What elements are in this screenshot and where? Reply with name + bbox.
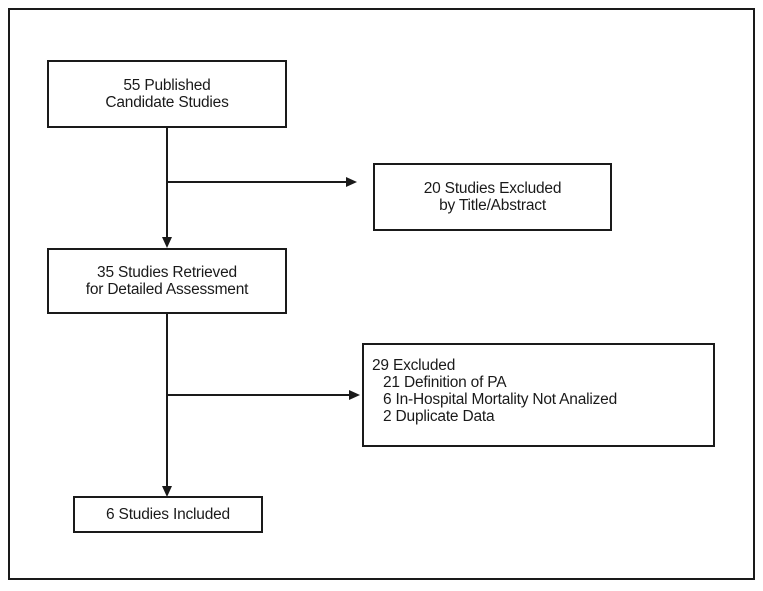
box-text-line: 29 Excluded (372, 357, 456, 374)
connector-published-to-retrieved (166, 128, 168, 238)
box-text-line: 55 Published (123, 77, 211, 94)
box-studies-included: 6 Studies Included (73, 496, 263, 533)
box-text-line: 6 Studies Included (106, 506, 230, 523)
connector-retrieved-to-included (166, 314, 168, 487)
box-text-line: 21 Definition of PA (383, 374, 507, 391)
box-text-line: 35 Studies Retrieved (97, 264, 237, 281)
box-excluded-title-abstract: 20 Studies Excluded by Title/Abstract (373, 163, 612, 231)
box-text-line: 20 Studies Excluded (423, 180, 562, 197)
connector-to-excluded-title-abstract (167, 181, 347, 183)
box-excluded-detailed: 29 Excluded 21 Definition of PA 6 In-Hos… (362, 343, 715, 447)
figure-border (8, 8, 755, 580)
connector-to-excluded-detailed (167, 394, 350, 396)
box-text-line: for Detailed Assessment (85, 281, 249, 298)
box-text-line: 2 Duplicate Data (383, 408, 495, 425)
box-text-line: Candidate Studies (105, 94, 229, 111)
box-candidate-studies: 55 Published Candidate Studies (47, 60, 287, 128)
box-text-line: by Title/Abstract (439, 197, 546, 214)
arrowhead-right-excluded-title-abstract (346, 177, 357, 187)
box-detailed-assessment: 35 Studies Retrieved for Detailed Assess… (47, 248, 287, 314)
arrowhead-right-excluded-detailed (349, 390, 360, 400)
arrowhead-down-retrieved (162, 237, 172, 248)
box-text-line: 6 In-Hospital Mortality Not Analized (383, 391, 618, 408)
arrowhead-down-included (162, 486, 172, 497)
